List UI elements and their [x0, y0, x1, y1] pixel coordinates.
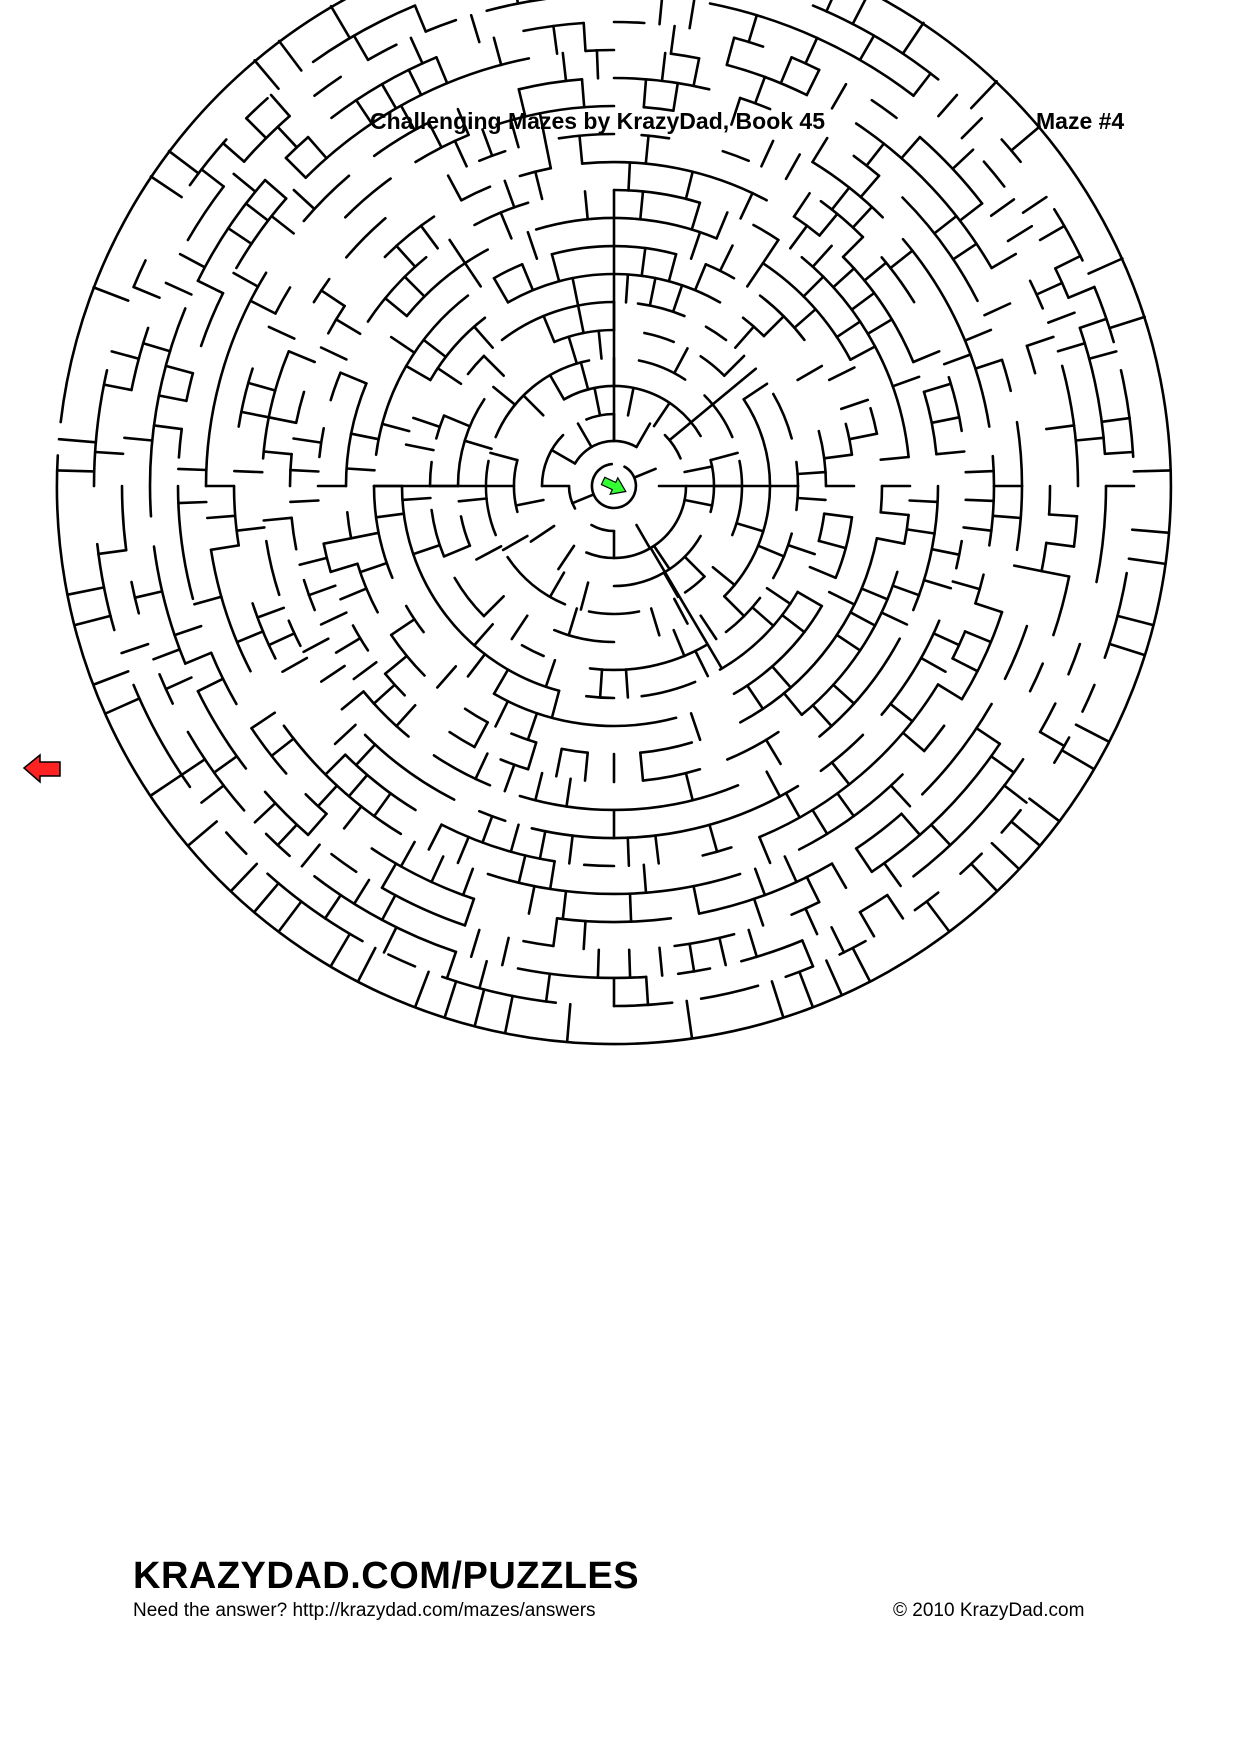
site-brand: KRAZYDAD.COM/PUZZLES	[133, 1555, 640, 1597]
green-arrow-icon[interactable]	[599, 473, 629, 500]
maze-walls	[55, 0, 1173, 1046]
page-title: Challenging Mazes by KrazyDad, Book 45	[370, 108, 826, 134]
answer-link-text[interactable]: Need the answer? http://krazydad.com/maz…	[133, 1600, 596, 1621]
copyright-text: © 2010 KrazyDad.com	[893, 1600, 1085, 1621]
red-arrow-icon[interactable]	[22, 753, 61, 784]
maze-number: Maze #4	[1036, 108, 1125, 134]
